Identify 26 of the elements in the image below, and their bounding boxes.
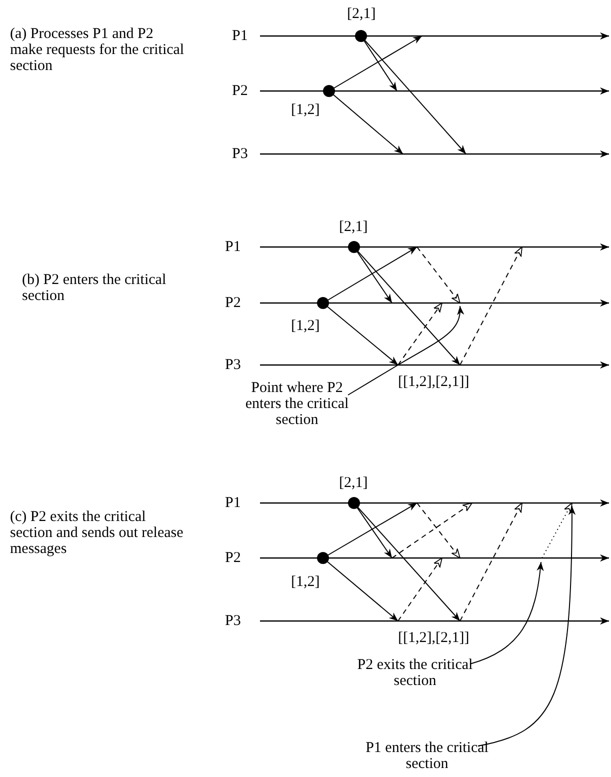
diagram-label: [[1,2],[2,1]] [398,630,470,646]
diagram-label: P3 [225,613,241,629]
diagram-label: P1 [225,495,241,511]
leader-line [470,562,544,664]
diagram-label: [1,2] [291,102,320,118]
diagram-label: [[1,2],[2,1]] [398,374,470,390]
diagram-label: P1 [225,239,241,255]
diagram-label: P2 [225,295,241,311]
diagram-label: P2 [225,550,241,566]
diagram-label: [2,1] [339,475,368,491]
diagram-label: [1,2] [291,318,320,334]
diagram-label: P1 [232,28,248,44]
diagram-label: P2 [232,83,248,99]
diagram-label: [1,2] [291,574,320,590]
annotation-text: Point where P2 enters the critical section [232,380,362,428]
annotation-text: P2 exits the critical section [350,657,480,689]
leader-line [478,506,576,746]
panel-caption: (c) P2 exits the critical section and sends out release messages [10,509,184,557]
panel-caption: (b) P2 enters the critical section [22,272,168,304]
leader-line [348,306,464,396]
diagram-label: [2,1] [339,219,368,235]
panel-caption: (a) Processes P1 and P2 make requests for the critical section [10,26,185,74]
annotation-text: P1 enters the critical section [362,740,492,772]
diagram-label: [2,1] [347,6,376,22]
diagram-label: P3 [225,357,241,373]
diagram-label: P3 [232,146,248,162]
